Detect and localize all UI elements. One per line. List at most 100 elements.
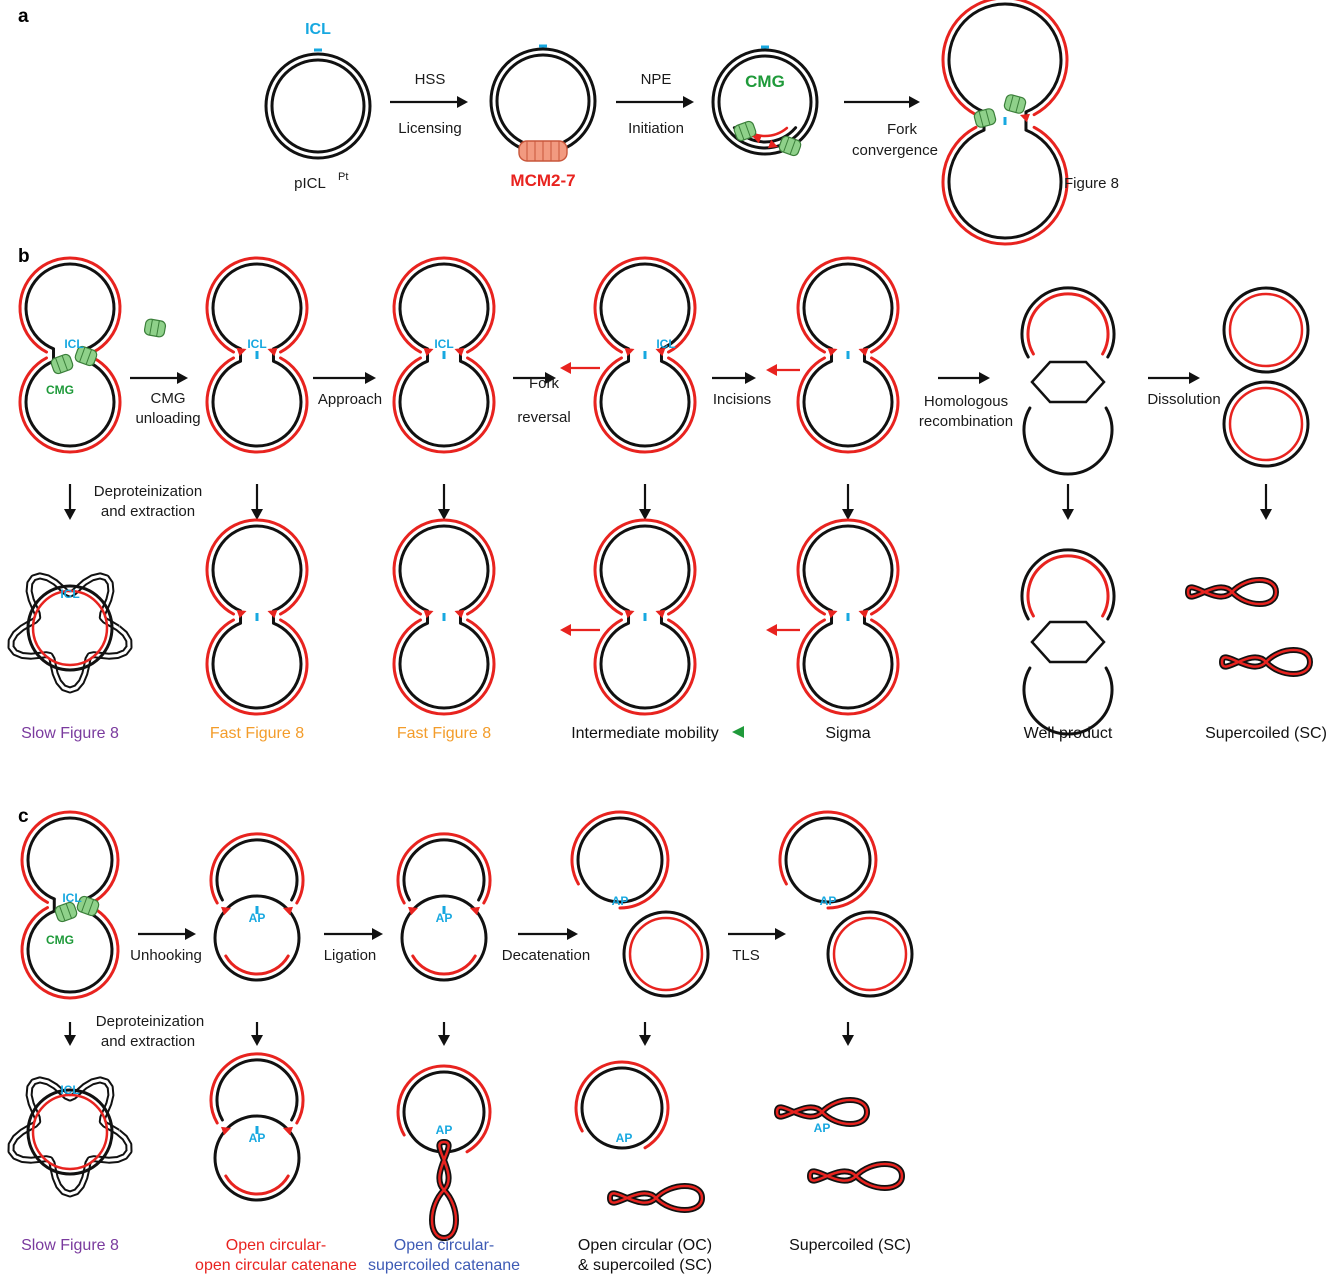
well-product-molecule [1020,548,1116,736]
bottom-loop-black [398,359,490,448]
arrow-deproteinization [1260,484,1272,520]
product-circle-black [1222,380,1310,468]
top-loop-black [802,262,894,351]
step-label: Ligation [324,947,377,964]
hr-bottom-black [1022,666,1114,736]
panel-letter: a [18,6,29,27]
arrow-head [177,372,188,384]
top-loop-black [211,524,303,613]
hr-top-red [1026,554,1110,618]
arrow-head [775,928,786,940]
supercoiled-plasmid [773,1097,871,1127]
arrow-head [683,96,694,108]
outer-strand [489,47,597,155]
bottom-loop-red [392,356,496,454]
hr-top-red [1026,292,1110,356]
figure8-product [392,518,496,716]
hr-bottom-black [1022,406,1114,476]
product-label: Open circular- [226,1237,326,1254]
ap-mark [442,906,446,914]
arrow-head [64,509,76,520]
figure8-label: Figure 8 [1064,175,1119,192]
product-label: Open circular- [394,1237,494,1254]
supercoiled-plasmid [806,1161,906,1191]
ap-label: AP [249,911,266,925]
bottom-loop-black [211,359,303,448]
top-loop-black [802,524,894,613]
plasmid-label: pICL [294,175,326,192]
arrow-head [639,509,651,520]
bottom-loop-black [211,621,303,710]
arrow-head [545,372,556,384]
cmg-helicase-icon [54,901,78,923]
cmg-groove [55,357,62,374]
bottom-loop-red [941,125,1069,246]
leading-strand-arrowhead [655,347,666,357]
arrow-head [766,624,777,636]
arrow-head [1189,372,1200,384]
top-ring-red [209,1052,305,1125]
top-loop-red [593,256,697,354]
cmg-helicase-icon [50,353,74,375]
arrow-initiation [616,96,694,108]
oc-circle-black [576,816,664,904]
step-label: Fork [887,121,918,138]
bottom-ring-red [224,1174,290,1196]
figure8-product [593,518,697,716]
figure8-converged [941,0,1069,246]
arrow-head [560,362,571,374]
tangle-ring-red [31,1093,109,1171]
figure8-intermediate [205,256,309,454]
arrow-deproteinization [639,1022,651,1046]
icl-label: ICL [434,337,453,351]
ap-mark [255,906,259,914]
bottom-loop-red [20,906,120,1000]
plasmid-licensed [489,47,597,155]
bottom-loop-red [796,356,900,454]
icl-label: ICL [60,587,79,601]
arrow-head [766,364,777,376]
sc-circle-red [832,916,908,992]
oc-circle-red [778,810,878,910]
arrow-head [979,372,990,384]
arrow-deproteinization [842,1022,854,1046]
plasmid-label-superscript: Pt [338,171,348,183]
arrow-head [251,1035,263,1046]
figure8-intermediate [593,256,697,454]
arrow-step [313,372,376,384]
step-label: reversal [517,409,570,426]
arrow-head [567,928,578,940]
arrow-head [842,509,854,520]
green-marker-arrow [732,726,744,738]
bottom-loop-black [26,909,114,994]
icl-mark [255,351,259,359]
arrow-head [365,372,376,384]
supercoil-red [775,1098,869,1126]
fork-arrowhead [768,139,778,149]
icl-mark [255,613,259,621]
icl-label: ICL [247,337,266,351]
product-label: open circular catenane [195,1257,357,1274]
red-arrowhead [283,906,293,916]
leading-strand-arrowhead [454,347,465,357]
leading-strand-arrowhead [236,347,247,357]
product-circle-red [1228,292,1304,368]
cmg-groove [738,124,745,141]
deprot-label: and extraction [101,503,195,520]
sc-circle-black [826,910,914,998]
cmg-groove [744,122,752,138]
red-arrowhead [408,906,418,916]
top-loop-black [211,262,303,351]
supercoiled-plasmid [1184,577,1280,607]
product-label: Fast Figure 8 [210,725,304,742]
leading-strand-arrowhead [858,347,869,357]
bottom-ring-red [411,954,477,976]
icl-label: ICL [60,1083,79,1097]
step-label: Fork [529,375,560,392]
figure8-intermediate [796,256,900,454]
cmg-helicase-icon [973,108,997,128]
top-loop-red [392,256,496,354]
cmg-helicase-icon [778,135,802,157]
holliday-junction [1030,620,1106,664]
